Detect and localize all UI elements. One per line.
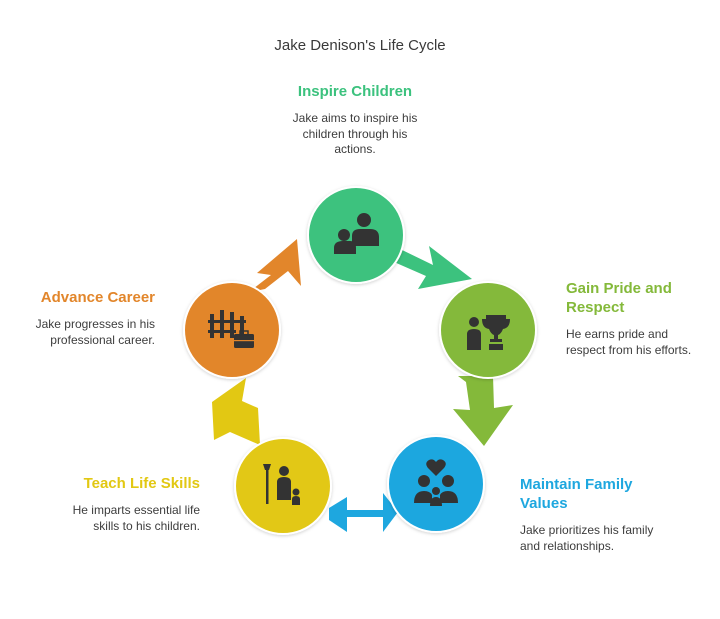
arrow-skills-to-career (212, 378, 260, 445)
stage-title: Teach Life Skills (83, 475, 200, 492)
label-maintain-family: Maintain Family Values Jake prioritizes … (520, 475, 670, 554)
stage-title: Maintain Family Values (520, 476, 633, 512)
label-gain-pride: Gain Pride and Respect He earns pride an… (566, 279, 706, 358)
stage-description: Jake prioritizes his family and relation… (520, 523, 654, 553)
stage-title: Inspire Children (297, 83, 413, 100)
stage-description: He imparts essential life skills to his … (72, 503, 200, 533)
arrow-pride-to-values (453, 376, 513, 446)
stage-description: He earns pride and respect from his effo… (566, 327, 692, 357)
arrow-inspire-to-pride (394, 246, 472, 289)
fishing-teacher-icon (263, 464, 300, 505)
family-heart-icon (414, 459, 458, 506)
arrow-career-to-inspire (249, 239, 301, 292)
stage-title: Advance Career (40, 289, 155, 306)
arrow-values-to-skills (329, 493, 398, 532)
stage-node-teach-skills (234, 437, 332, 535)
trophy-person-icon (467, 315, 510, 350)
parent-child-icon (334, 213, 379, 254)
label-teach-skills: Teach Life Skills He imparts essential l… (60, 474, 200, 534)
stage-node-inspire-children (307, 186, 405, 284)
stage-description: Jake progresses in his professional care… (35, 317, 155, 347)
stage-node-maintain-family (387, 435, 485, 533)
career-briefcase-icon (208, 310, 254, 348)
label-advance-career: Advance Career Jake progresses in his pr… (20, 288, 155, 348)
stage-description: Jake aims to inspire his children throug… (292, 111, 418, 156)
stage-node-advance-career (183, 281, 281, 379)
label-inspire-children: Inspire Children Jake aims to inspire hi… (255, 82, 455, 158)
stage-title: Gain Pride and Respect (566, 280, 672, 316)
stage-node-gain-pride (439, 281, 537, 379)
diagram-title: Jake Denison's Life Cycle (274, 37, 446, 54)
